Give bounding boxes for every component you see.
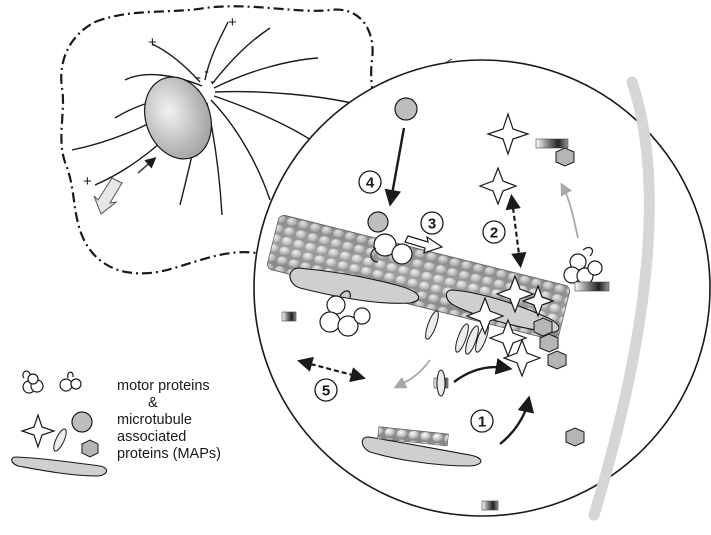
legend-microtubule: microtubule xyxy=(117,412,192,428)
plus-sign: + xyxy=(83,173,92,190)
inward-transport-arrow xyxy=(138,160,153,173)
legend-icons xyxy=(12,371,107,476)
legend-ampersand: & xyxy=(148,395,158,411)
circle-map xyxy=(395,98,417,120)
legend-star-icon xyxy=(22,415,54,447)
svg-text:2: 2 xyxy=(490,225,498,242)
svg-text:5: 5 xyxy=(322,383,330,400)
plus-sign: + xyxy=(148,34,157,51)
step-label-1: 1 xyxy=(471,410,493,432)
legend-hexagon-icon xyxy=(82,440,98,457)
ellipse-map xyxy=(437,370,445,396)
legend-motor-protein-icon xyxy=(23,371,43,393)
legend-circle-icon xyxy=(72,412,92,432)
legend-associated: associated xyxy=(117,429,186,445)
legend-elongated-map-icon xyxy=(12,457,107,476)
minus-sign: - xyxy=(204,63,209,80)
svg-text:1: 1 xyxy=(478,414,486,431)
step-label-5: 5 xyxy=(315,379,337,401)
legend-motor-proteins: motor proteins xyxy=(117,378,210,394)
zoom-view: 4 3 2 5 1 xyxy=(254,60,710,516)
minus-sign: - xyxy=(196,69,201,86)
step-label-4: 4 xyxy=(359,171,381,193)
step-label-3: 3 xyxy=(421,212,443,234)
step-label-2: 2 xyxy=(483,221,505,243)
legend-proteins-maps: proteins (MAPs) xyxy=(117,446,221,462)
svg-text:3: 3 xyxy=(428,216,436,233)
svg-text:4: 4 xyxy=(366,175,375,192)
plus-sign: + xyxy=(228,14,237,31)
legend-motor-protein-small-icon xyxy=(60,372,81,391)
minus-sign: - xyxy=(210,73,215,90)
